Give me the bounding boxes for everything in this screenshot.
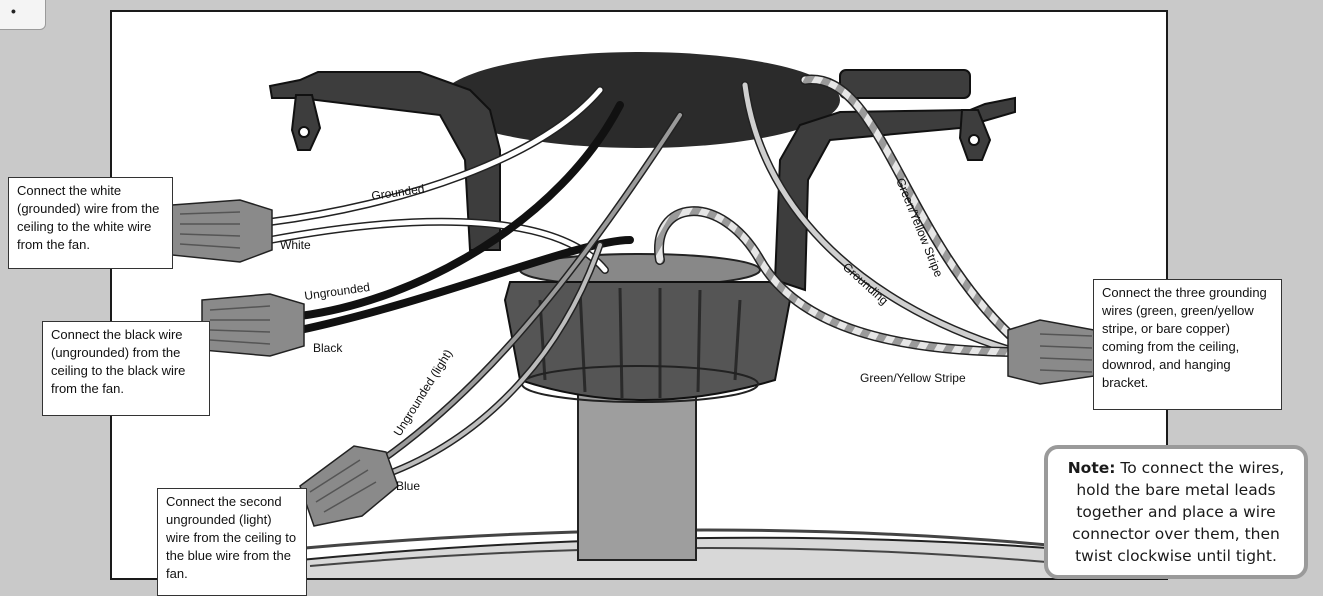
wire-grounding	[654, 74, 1015, 357]
callout-blue-wire: Connect the second ungrounded (light) wi…	[157, 488, 307, 596]
callout-black-text: Connect the black wire (ungrounded) from…	[51, 327, 186, 396]
callout-grounding-wires: Connect the three grounding wires (green…	[1093, 279, 1282, 410]
note-box: Note: To connect the wires, hold the bar…	[1044, 445, 1308, 579]
label-grounding: Grounding	[840, 260, 891, 308]
mounting-bracket-left	[268, 71, 501, 251]
label-white: White	[280, 238, 311, 252]
wire-black	[296, 101, 634, 334]
wire-connector-ground	[1007, 319, 1095, 385]
downrod	[577, 379, 697, 561]
ceiling-canopy	[440, 52, 840, 148]
label-blue: Blue	[396, 479, 420, 493]
motor-collar	[503, 253, 792, 403]
note-text: To connect the wires, hold the bare meta…	[1072, 459, 1285, 565]
wire-blue	[371, 111, 684, 479]
callout-white-text: Connect the white (grounded) wire from t…	[17, 183, 160, 252]
fan-housing	[299, 528, 1101, 578]
corner-tab-glyph: •	[11, 3, 16, 19]
callout-black-wire: Connect the black wire (ungrounded) from…	[42, 321, 210, 416]
label-gy-stripe-top: Green/Yellow Stripe	[893, 176, 946, 279]
wire-connector-white	[171, 199, 273, 263]
mounting-bracket-right	[773, 69, 1016, 292]
label-black: Black	[313, 341, 343, 355]
callout-blue-text: Connect the second ungrounded (light) wi…	[166, 494, 297, 581]
callout-grounding-text: Connect the three grounding wires (green…	[1102, 285, 1267, 390]
corner-tab[interactable]: •	[0, 0, 46, 30]
label-gy-stripe-bottom: Green/Yellow Stripe	[860, 371, 966, 385]
wire-connector-black	[201, 293, 305, 357]
note-title: Note:	[1067, 459, 1116, 477]
wire-connector-blue	[299, 445, 399, 527]
callout-white-wire: Connect the white (grounded) wire from t…	[8, 177, 173, 269]
